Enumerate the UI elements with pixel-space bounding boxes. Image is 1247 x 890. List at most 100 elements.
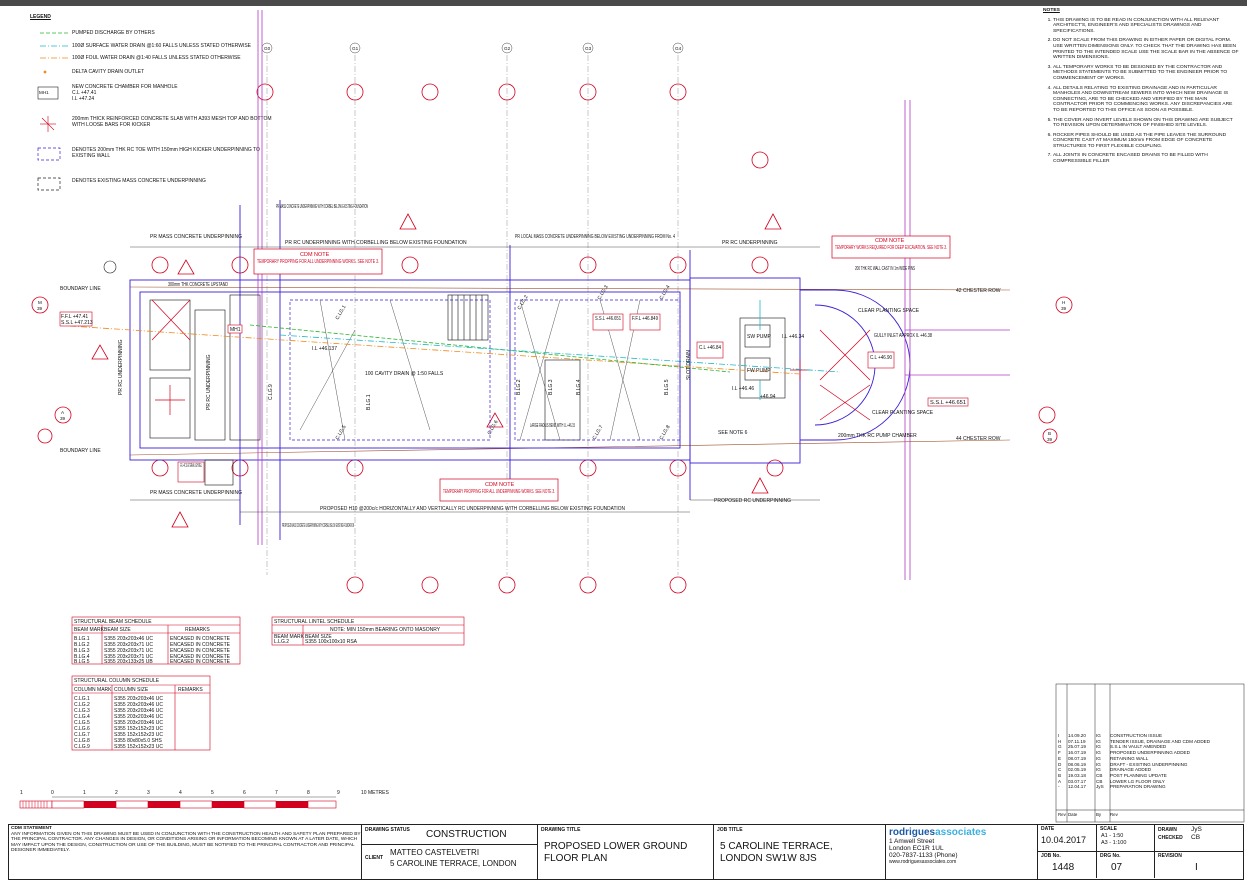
legend-item-manhole: NEW CONCRETE CHAMBER FOR MANHOLE C.L +47… [72,84,178,102]
revision-value: I [1195,862,1198,873]
company-address: 1 Amwell Street London EC1R 1UL 020-7837… [889,838,958,865]
legend-title: LEGEND [30,14,51,20]
legend-item-surface: 100Ø SURFACE WATER DRAIN @1:60 FALLS UNL… [72,43,252,49]
drawn-by: JyS [1191,826,1202,833]
side-grid-a: A [61,410,65,415]
legend-item-delta: DELTA CAVITY DRAIN OUTLET [72,69,145,75]
lintel-schedule-title: STRUCTURAL LINTEL SCHEDULE [274,619,355,625]
label-4694: +46.94 [760,394,776,400]
cdm-statement: CDM STATEMENT ANY INFORMATION GIVEN ON T… [11,826,361,854]
table-row: S355 203x203x46 UC [104,636,153,642]
legend-item-toe: DENOTES 200mm THK RC TOE WITH 150mm HIGH… [72,147,260,159]
note-6: ROCKER PIPES SHOULD BE USED AS THE PIPE … [1053,133,1239,150]
label-pr-mass-corbel: PR MASS CONCRETE UNDERPINNING WITH CORBE… [276,204,368,210]
label-cl-84: C.L +46.84 [699,345,721,351]
lintel-header-size: BEAM SIZE [305,634,332,640]
label-ssl-left: S.S.L +47.213 [61,320,93,326]
table-row: C.LG.6 [74,726,90,732]
table-row: C.LG.4 [74,714,90,720]
scale-tick: 1 [83,790,86,796]
legend-item-existing: DENOTES EXISTING MASS CONCRETE UNDERPINN… [72,178,206,184]
label-il-137: I.L +46.137 [312,346,337,352]
label-ffl-left: F.F.L +47.41 [61,314,88,320]
notes-title: NOTES [1043,8,1060,13]
note-4: ALL DETAILS RELATING TO EXISTING DRAINAG… [1053,86,1239,114]
boundary-lines [129,286,1011,456]
table-row: S355 203x203x71 UC [104,654,153,660]
column-schedule-title: STRUCTURAL COLUMN SCHEDULE [74,678,160,684]
side-grid-h-num: 39 [1061,306,1067,311]
label-thk-concrete: 300mm THK CONCRETE UPSTAND [168,282,228,288]
label-beam-3: B.LG.3 [548,379,554,395]
pink-walls [257,10,1010,580]
cdm-note-boxes [253,235,951,502]
job-title-line1: 5 CAROLINE TERRACE, [720,841,833,852]
label-large-radius: LARGE RADIUS BEND WITH I.L +46.15 [530,423,575,429]
label-col-8: C.LG.8 [659,424,672,441]
table-row: C.LG.2 [74,702,90,708]
label-col-1: C.LG.1 [335,304,348,321]
table-row: S355 203x203x46 UC [114,708,163,714]
label-col-3: C.LG.3 [597,284,610,301]
label-col-7: C.LG.7 [592,424,605,441]
note-1: THIS DRAWING IS TO BE READ IN CONJUNCTIO… [1053,18,1239,35]
beam-header-remarks: REMARKS [185,627,210,633]
scale-tick: 6 [243,790,246,796]
label-ffl1: F.F.L +46.849 [632,316,658,322]
checked-by: CB [1191,834,1201,841]
grid-label-g3: G3 [585,46,592,51]
table-row: S355 203x203x71 UC [104,642,153,648]
label-pr-local-mass: PR LOCAL MASS CONCRETE UNDERPINNING BELO… [515,234,675,240]
lintel-header-mark: BEAM MARK [274,634,305,640]
label-pr-rc-corbel: PR RC UNDERPINNING WITH CORBELLING BELOW… [285,240,467,246]
label-col-4: C.LG.4 [659,284,672,301]
cdm-note-2-title: CDM NOTE [875,238,905,244]
label-mh1: MH1 [230,327,241,333]
table-row: S355 80x80x5.0 SHS [114,738,162,744]
label-sw-pump: SW PUMP [747,334,772,340]
scale-tick: 7 [275,790,278,796]
beam-header-mark: BEAM MARK [74,627,105,633]
drawing-info-cell: DATE 10.04.2017 SCALE A1 - 1:50 A3 - 1:1… [1037,825,1245,879]
client-address: 5 CAROLINE TERRACE, LONDON [390,859,517,868]
label-proposed-rc-bottom: PROPOSED RC UNDERPINNING [714,498,791,504]
label-ssl1: S.S.L +46.651 [595,316,621,322]
side-grid-a-num: 39 [60,416,66,421]
scale-tick: 3 [147,790,150,796]
legend-item-foul: 100Ø FOUL WATER DRAIN @1:40 FALLS UNLESS… [72,55,241,61]
note-7: ALL JOINTS IN CONCRETE ENCASED DRAINS TO… [1053,153,1239,164]
drawing-date: 10.04.2017 [1041,835,1087,845]
side-grid-m: M [38,300,42,305]
table-row: C.LG.1 [74,696,90,702]
note-5: THE COVER AND INVERT LEVELS SHOWN ON THI… [1053,118,1239,129]
date-caption: DATE [1041,826,1055,832]
table-row: B.LG.3 [74,648,90,654]
beam-schedule-title: STRUCTURAL BEAM SCHEDULE [74,619,152,625]
label-col-6: C.LG.6 [487,419,500,436]
job-number: 1448 [1052,862,1075,873]
table-row: S355 100x100x10 RSA [305,639,358,645]
label-ssl-ext: S.S.L +46.651 [930,400,966,406]
notes-panel: NOTES THIS DRAWING IS TO BE READ IN CONJ… [1043,8,1239,169]
label-44-chester: 44 CHESTER ROW [956,436,1001,442]
lintel-schedule-table [271,616,465,646]
drawing-title-line1: PROPOSED LOWER GROUND [544,841,688,852]
note-2: DO NOT SCALE FROM THIS DRAWING IN EITHER… [1053,38,1239,60]
warning-triangles [91,213,782,528]
label-beam-2: B.LG.2 [516,379,522,395]
table-row: S355 152x152x23 UC [114,732,163,738]
cdm-note-3-title: CDM NOTE [485,482,515,488]
scale-tick: 1 [20,790,23,796]
label-col-5: C.LG.5 [335,424,348,441]
table-row: C.LG.9 [74,744,90,750]
drawing-status-cell: DRAWING STATUS CONSTRUCTION CLIENT MATTE… [361,825,537,879]
beam-rows: B.LG.1 S355 203x203x46 UC ENCASED IN CON… [74,636,231,665]
grid-label-g1: G1 [352,46,359,51]
